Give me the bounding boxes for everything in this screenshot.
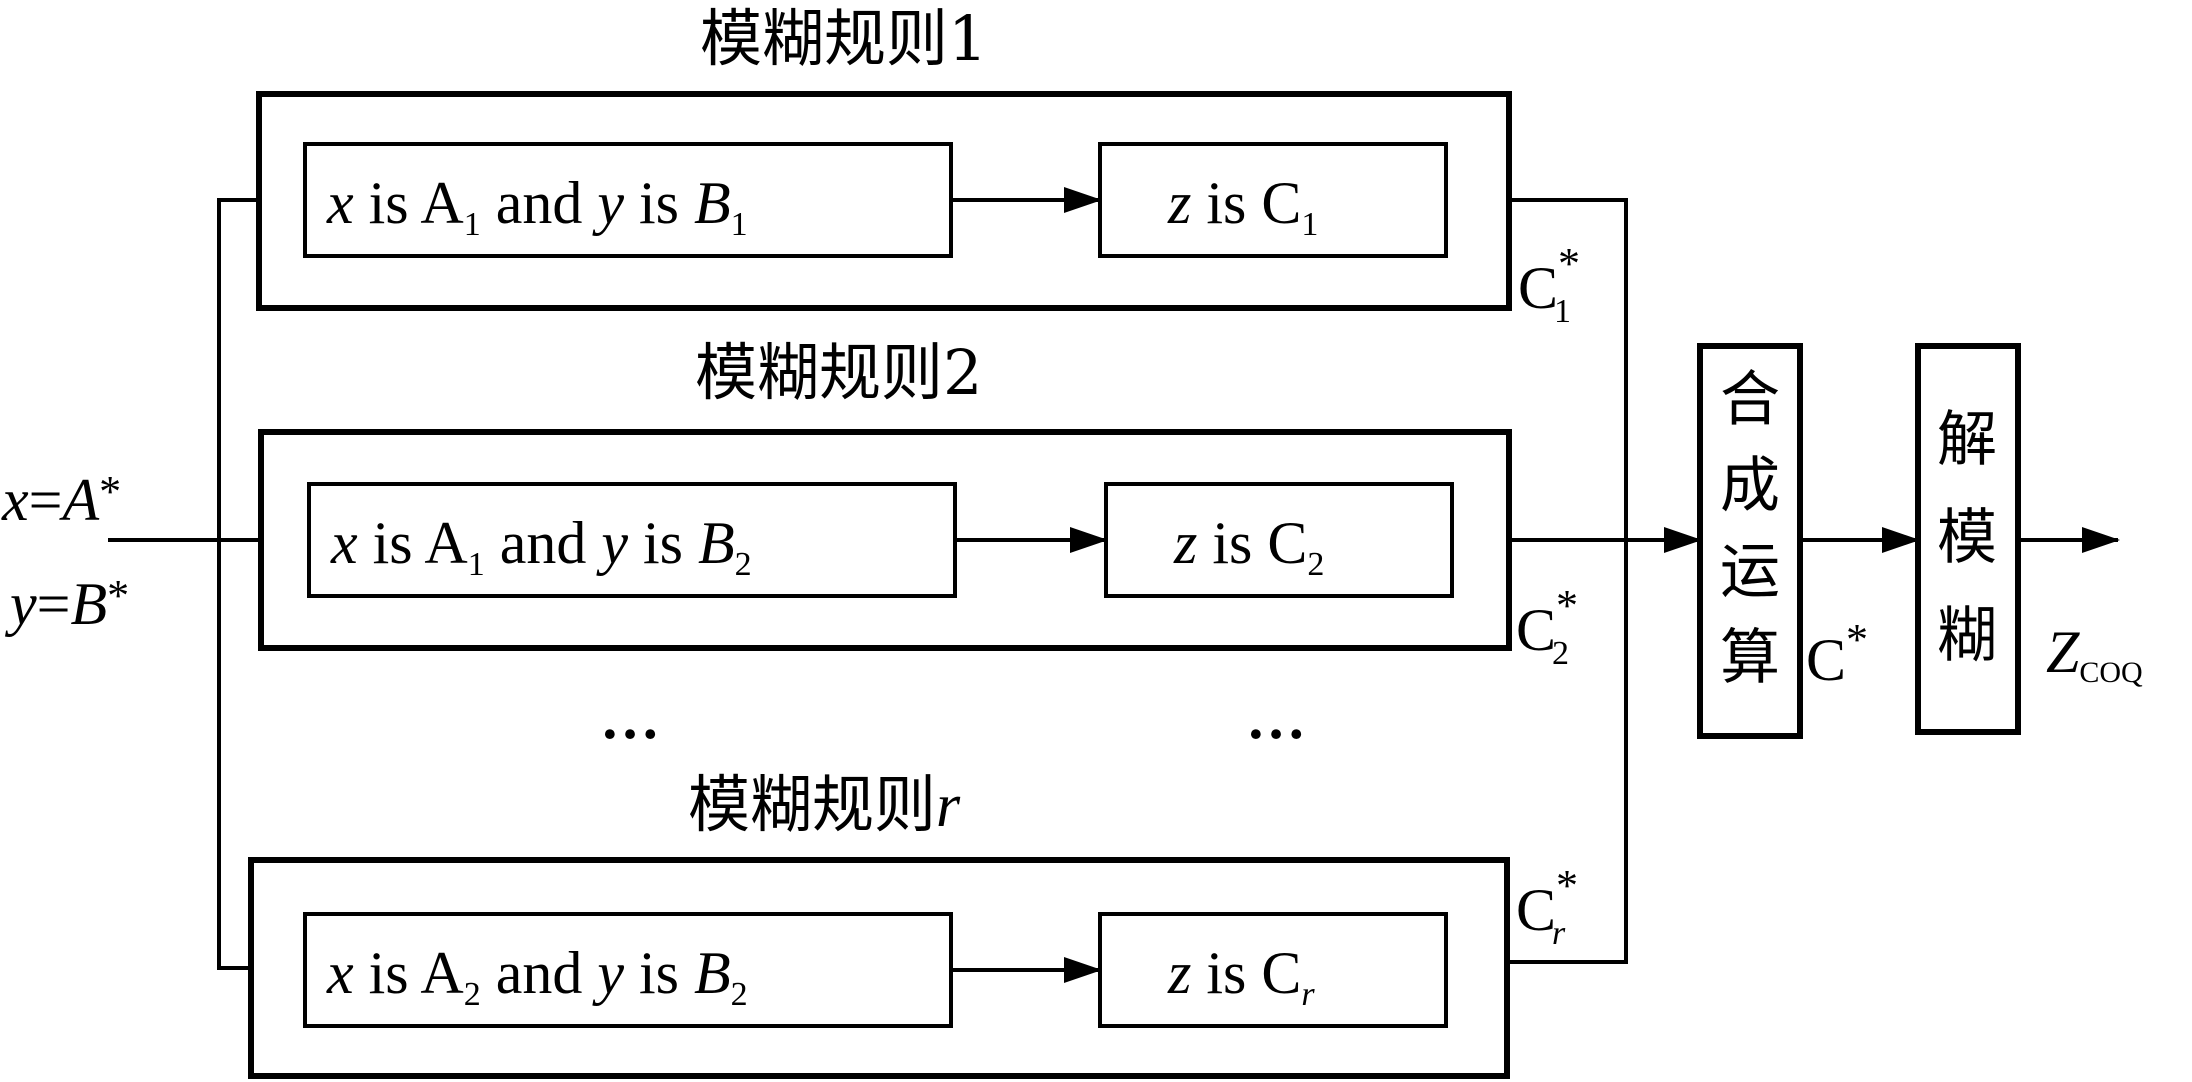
rule-2-title: 模糊规则2: [695, 336, 982, 409]
rule-r-title: 模糊规则r: [688, 768, 961, 841]
rule-2-antecedent: x is A1 and y is B2: [330, 510, 752, 583]
input-y-label: y=B*: [4, 571, 129, 637]
defuzz-char-1: 解: [1937, 405, 1997, 475]
composition-char-2: 成: [1720, 451, 1780, 521]
rule-1-output-label: C*1: [1518, 239, 1580, 330]
ellipsis-right: …: [1246, 685, 1306, 751]
output-bus: [1507, 198, 1628, 964]
ellipsis-left: …: [600, 685, 660, 751]
final-output-label: ZCOQ: [2046, 619, 2143, 689]
rule-1-title: 模糊规则1: [700, 2, 987, 75]
rule-1-consequent: z is C1: [1167, 170, 1318, 243]
rule-r-title-text: 模糊规则: [688, 768, 936, 841]
composition-char-3: 运: [1720, 537, 1780, 607]
input-bus: [217, 198, 259, 970]
rule-r-output-label: C*r: [1516, 861, 1578, 952]
composition-char-4: 算: [1720, 623, 1780, 693]
rule-2-consequent: z is C2: [1173, 510, 1324, 583]
input-x-label: x=A*: [1, 467, 121, 533]
rule-1-antecedent: x is A1 and y is B1: [326, 170, 748, 243]
composition-output-label: C*: [1806, 615, 1868, 693]
rule-r-antecedent: x is A2 and y is B2: [326, 940, 748, 1013]
rule-2-output-label: C*2: [1516, 581, 1578, 672]
rule-r-consequent: z is Cr: [1167, 940, 1315, 1013]
composition-char-1: 合: [1720, 365, 1780, 435]
rule-r-title-var: r: [936, 772, 961, 840]
defuzz-char-3: 糊: [1937, 601, 1997, 671]
defuzz-char-2: 模: [1937, 503, 1997, 573]
